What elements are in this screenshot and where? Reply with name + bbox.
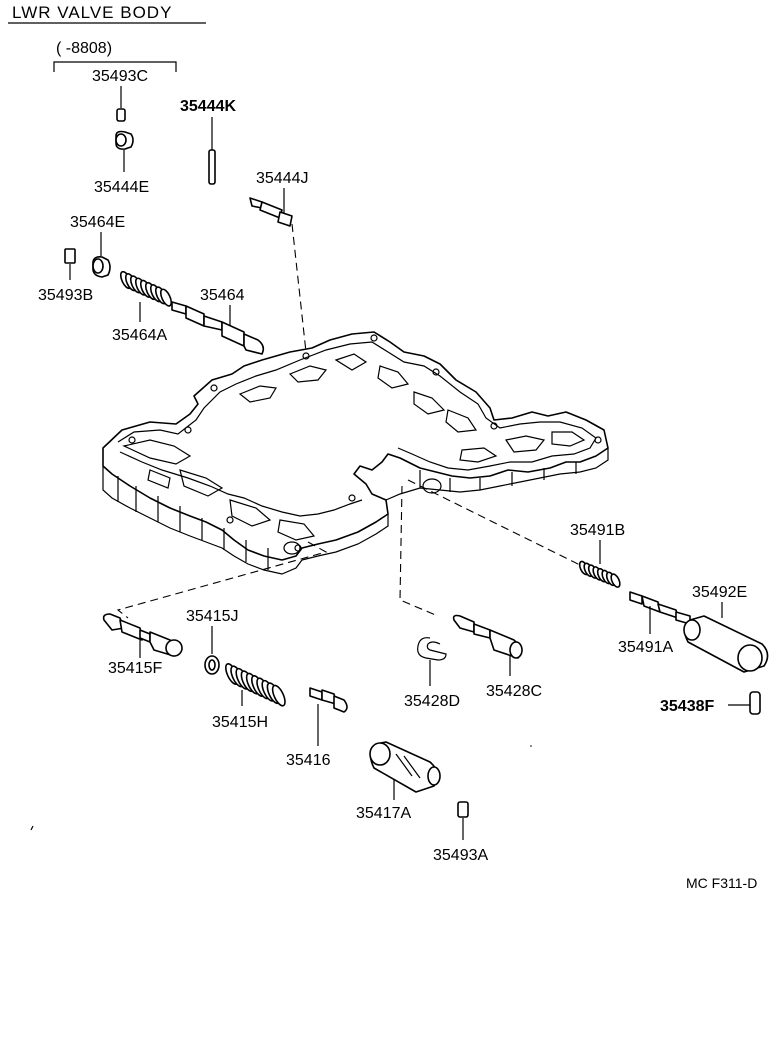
- part-35493A-key: [457, 801, 469, 818]
- part-label-35417A: 35417A: [356, 805, 411, 822]
- part-label-35428C: 35428C: [486, 683, 542, 700]
- part-label-35493C: 35493C: [92, 68, 148, 85]
- part-35492E-sleeve: [683, 615, 769, 673]
- part-35464-valve: [171, 301, 265, 355]
- part-35417A-sleeve: [369, 741, 441, 793]
- dash-35444J-body: [291, 223, 307, 353]
- part-35493C-plug: [116, 108, 126, 122]
- stray-mark: [530, 745, 532, 747]
- spring-coil: [271, 684, 286, 707]
- dash-body-35428: [399, 485, 439, 617]
- date-range: ( -8808): [56, 40, 112, 57]
- part-35415J-washer: [204, 655, 220, 675]
- part-35438F-pin: [749, 691, 761, 715]
- part-35428D-clip: [417, 637, 447, 661]
- part-35444J-valve: [249, 197, 293, 227]
- part-label-35415F: 35415F: [108, 660, 162, 677]
- part-label-35444K: 35444K: [180, 98, 236, 115]
- part-35491A-valve: [629, 591, 691, 625]
- dash-body-35491: [407, 479, 583, 567]
- diagram-title: LWR VALVE BODY: [12, 3, 172, 22]
- part-35428C-valve: [452, 614, 523, 659]
- spring-coil: [159, 288, 173, 307]
- part-35415H-spring: [225, 663, 286, 707]
- part-label-35464A: 35464A: [112, 327, 167, 344]
- part-label-35491B: 35491B: [570, 522, 625, 539]
- part-label-35493A: 35493A: [433, 847, 488, 864]
- part-35444K-pin: [208, 149, 216, 185]
- spring-coil: [610, 573, 621, 588]
- part-35491B-spring: [578, 560, 621, 588]
- part-35416-valve: [309, 687, 348, 713]
- part-label-35438F: 35438F: [660, 698, 714, 715]
- part-label-35416: 35416: [286, 752, 331, 769]
- part-label-35428D: 35428D: [404, 693, 460, 710]
- stray-mark: [30, 825, 34, 831]
- lower-valve-body: [102, 331, 609, 575]
- part-label-35491A: 35491A: [618, 639, 673, 656]
- part-35493B-key: [64, 248, 76, 264]
- part-label-35493B: 35493B: [38, 287, 93, 304]
- part-label-35492E: 35492E: [692, 584, 747, 601]
- part-label-35415J: 35415J: [186, 608, 239, 625]
- reference-code: MC F311-D: [686, 875, 757, 891]
- date-range-bracket: [53, 61, 177, 72]
- part-35464A-spring: [119, 270, 173, 307]
- part-35415F-valve: [102, 613, 183, 657]
- part-35444E-plug: [115, 130, 134, 150]
- part-35464E-plug: [92, 256, 111, 278]
- part-label-35464: 35464: [200, 287, 245, 304]
- part-label-35464E: 35464E: [70, 214, 125, 231]
- part-label-35444E: 35444E: [94, 179, 149, 196]
- part-label-35415H: 35415H: [212, 714, 268, 731]
- part-label-35444J: 35444J: [256, 170, 309, 187]
